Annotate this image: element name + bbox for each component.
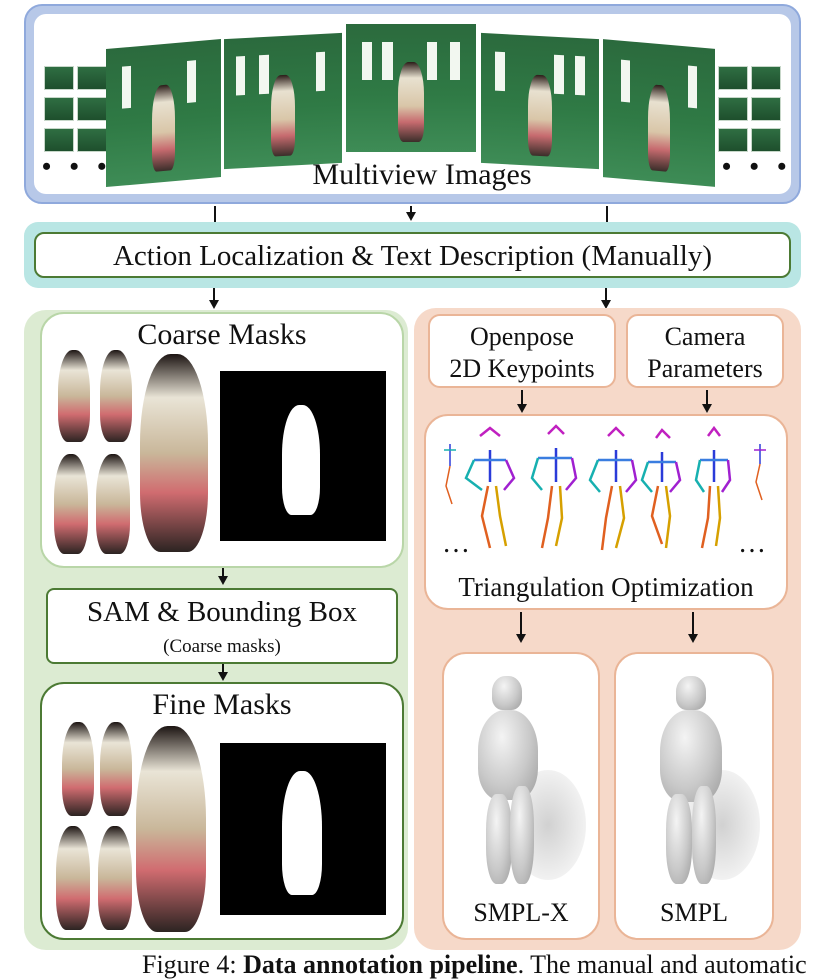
arrow-head xyxy=(702,404,712,413)
thumbnail xyxy=(718,97,748,121)
openpose-line1: Openpose xyxy=(470,322,574,351)
person-cutout xyxy=(96,454,130,554)
thumbnail xyxy=(718,66,748,90)
arrow-head xyxy=(218,576,228,585)
connector xyxy=(521,390,523,404)
caption-bold: Data annotation pipeline xyxy=(243,950,518,979)
triangulation-title: Triangulation Optimization xyxy=(458,572,754,602)
person-cutout-large xyxy=(136,726,206,932)
camera-view-2 xyxy=(224,32,342,170)
coarse-mask-image xyxy=(220,371,386,541)
fine-masks-title: Fine Masks xyxy=(152,688,292,721)
thumbnail xyxy=(44,97,74,121)
caption-suffix: . The manual and automatic xyxy=(517,950,807,979)
thumbnail xyxy=(44,128,74,152)
person-cutout xyxy=(58,350,90,442)
connector xyxy=(222,568,224,576)
person-cutout xyxy=(100,722,132,816)
multiview-title: Multiview Images xyxy=(312,158,532,191)
thumbnail xyxy=(751,66,781,90)
smpl-label: SMPL xyxy=(660,898,728,927)
person-cutout xyxy=(100,350,132,442)
smpl-body-leg xyxy=(666,794,692,884)
person-cutout xyxy=(56,826,90,930)
arrow-head xyxy=(209,300,219,309)
arrow-head xyxy=(688,634,698,643)
caption-prefix: Figure 4: xyxy=(142,950,244,979)
smplx-body-leg xyxy=(486,794,512,884)
arrow-head xyxy=(406,212,416,221)
smplx-body-torso xyxy=(478,710,538,800)
thumbnail xyxy=(751,97,781,121)
camera-line1: Camera xyxy=(664,322,746,351)
camera-view-1 xyxy=(106,38,221,188)
fine-mask-image xyxy=(220,743,386,915)
openpose-box: Openpose 2D Keypoints xyxy=(428,314,616,388)
connector xyxy=(222,664,224,672)
person-cutout xyxy=(62,722,94,816)
figure-caption: Figure 4: Data annotation pipeline. The … xyxy=(142,950,825,980)
coarse-masks-title: Coarse Masks xyxy=(137,318,307,351)
thumbnail xyxy=(44,66,74,90)
connector xyxy=(605,288,607,304)
action-box: Action Localization & Text Description (… xyxy=(34,232,791,278)
connector xyxy=(410,206,412,214)
smpl-body-head xyxy=(676,676,706,710)
connector xyxy=(606,206,608,230)
connector xyxy=(706,390,708,404)
arrow-head xyxy=(601,300,611,309)
person-cutout xyxy=(98,826,132,930)
smplx-label: SMPL-X xyxy=(473,898,569,927)
person-cutout xyxy=(54,454,88,554)
sam-panel: SAM & Bounding Box (Coarse masks) xyxy=(46,588,398,664)
smplx-body-leg xyxy=(510,786,534,884)
connector xyxy=(214,206,216,230)
ellipsis-left: • • • xyxy=(42,152,113,181)
connector xyxy=(692,612,694,634)
camera-view-3 xyxy=(346,24,476,152)
smpl-body-torso xyxy=(660,710,722,802)
mask-silhouette xyxy=(282,405,320,515)
openpose-line2: 2D Keypoints xyxy=(449,354,595,383)
connector xyxy=(520,612,522,634)
smplx-panel: SMPL-X xyxy=(442,652,600,940)
smpl-body-leg xyxy=(692,786,716,884)
triangulation-ellipsis-right: … xyxy=(738,528,766,559)
thumbnail xyxy=(718,128,748,152)
arrow-head xyxy=(517,404,527,413)
thumbnail xyxy=(77,66,107,90)
skeleton xyxy=(464,426,516,549)
smplx-body-head xyxy=(492,676,522,710)
action-label: Action Localization & Text Description (… xyxy=(112,240,713,272)
connector xyxy=(213,288,215,304)
triangulation-ellipsis-left: … xyxy=(442,528,470,559)
sam-subtitle: (Coarse masks) xyxy=(163,636,281,657)
smpl-panel: SMPL xyxy=(614,652,774,940)
camera-view-4 xyxy=(481,32,599,170)
arrow-head xyxy=(516,634,526,643)
arrow-head xyxy=(218,672,228,681)
camera-box: Camera Parameters xyxy=(626,314,784,388)
thumbnail xyxy=(751,128,781,152)
skeleton xyxy=(640,428,682,549)
action-frame: Action Localization & Text Description (… xyxy=(24,222,801,288)
camera-line2: Parameters xyxy=(647,354,763,383)
skeleton xyxy=(530,424,578,549)
ellipsis-right: • • • xyxy=(722,152,793,181)
thumbnail xyxy=(77,97,107,121)
skeleton xyxy=(694,425,732,549)
mask-silhouette xyxy=(282,771,322,895)
person-cutout-large xyxy=(140,354,208,552)
skeleton xyxy=(588,426,638,551)
skeleton-small xyxy=(444,444,766,505)
thumbnail xyxy=(77,128,107,152)
skeletons-figure xyxy=(444,424,766,551)
sam-title: SAM & Bounding Box xyxy=(87,596,357,628)
